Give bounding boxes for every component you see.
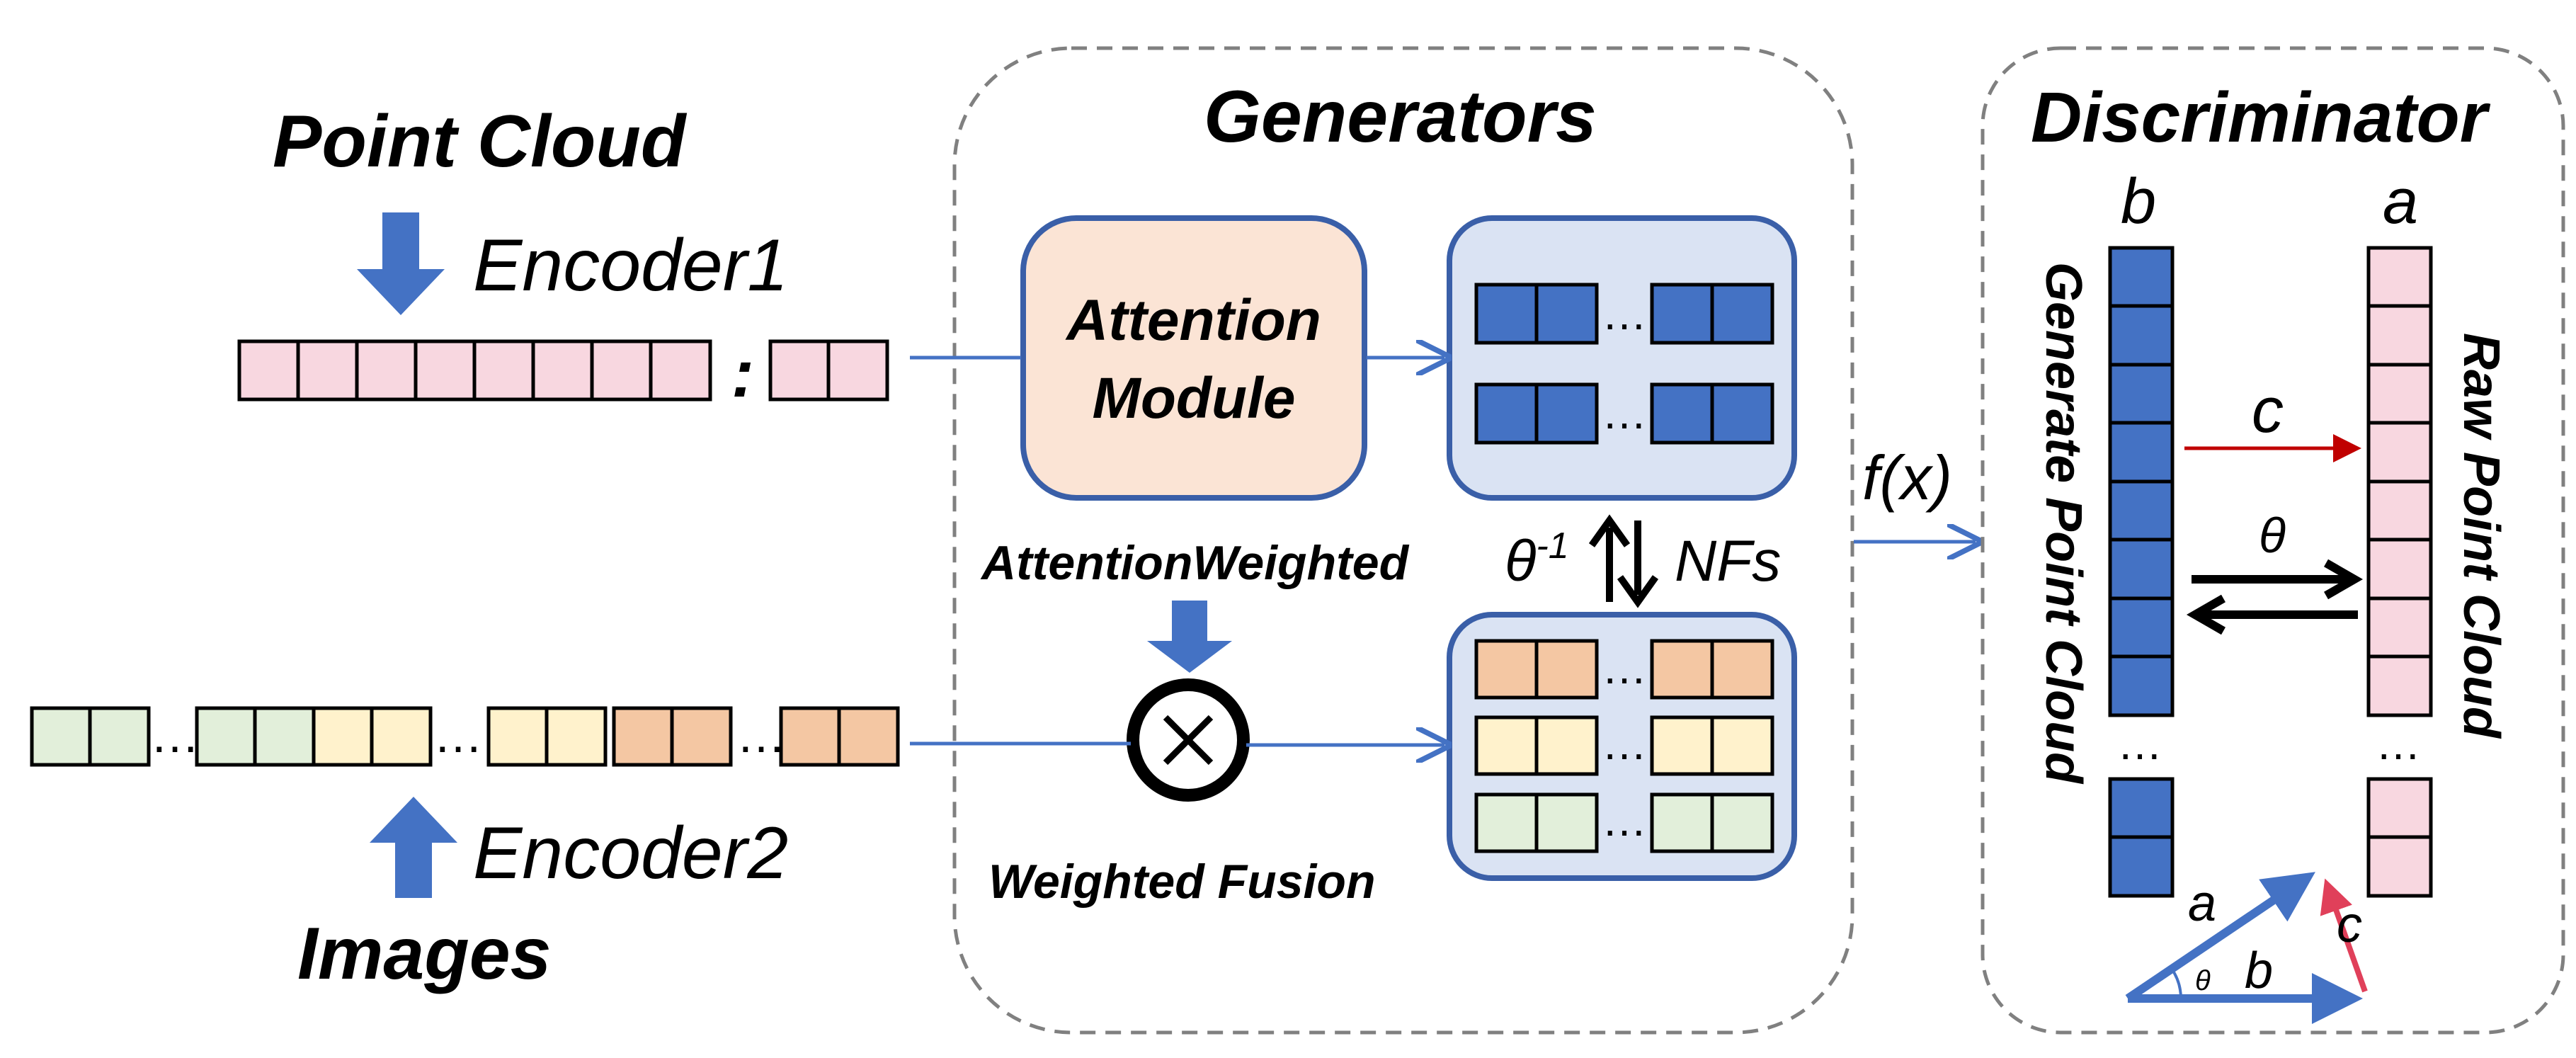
attention-module-label: Module <box>1093 366 1296 431</box>
triangle-c-label: c <box>2337 897 2362 953</box>
latent-feature-panel-bottom: … … … <box>1447 612 1797 881</box>
encoder1-label: Encoder1 <box>473 224 788 307</box>
triangle-b-label: b <box>2245 943 2273 999</box>
triangle-theta-label: θ <box>2195 965 2211 996</box>
discriminator-region <box>1981 46 2565 1035</box>
raw-point-cloud-label: Raw Point Cloud <box>2453 333 2509 739</box>
up-arrow-icon <box>370 797 457 898</box>
triangle-a-label: a <box>2188 875 2216 932</box>
ellipsis: … <box>1602 387 1647 438</box>
weighted-fusion-label: Weighted Fusion <box>988 855 1376 909</box>
bidirectional-arrow-icon <box>1588 514 1659 608</box>
discriminator-title: Discriminator <box>2031 78 2491 157</box>
ellipsis: … <box>736 707 786 763</box>
raw-point-cloud-column: … <box>2366 246 2433 898</box>
fx-label: f(x) <box>1862 443 1952 513</box>
generators-region <box>952 46 1854 1035</box>
attention-module-box <box>1020 215 1367 501</box>
theta-inverse-label: θ-1 <box>1505 525 1569 593</box>
vector-triangle: a b c θ <box>2125 872 2368 1024</box>
b-label: b <box>2121 166 2156 237</box>
latent-feature-panel-top: … … <box>1447 215 1797 501</box>
generators-title: Generators <box>1204 76 1597 158</box>
down-arrow-icon <box>357 212 445 315</box>
attention-module-label: Attention <box>1065 288 1321 353</box>
ellipsis: … <box>2376 718 2421 769</box>
ellipsis: … <box>433 707 483 763</box>
image-feature-vector: … … … <box>30 706 900 767</box>
images-label: Images <box>297 913 551 995</box>
ellipsis: … <box>1602 795 1647 846</box>
point-cloud-feature-vector: : <box>237 336 889 411</box>
encoder2-label: Encoder2 <box>473 812 788 894</box>
nfs-label: NFs <box>1675 529 1781 593</box>
ellipsis: … <box>150 707 200 763</box>
generated-point-cloud-column: … <box>2108 246 2175 898</box>
generate-point-cloud-label: Generate Point Cloud <box>2035 262 2092 785</box>
ellipsis: … <box>2117 718 2162 769</box>
theta-arrow-left-head <box>2186 594 2225 635</box>
ellipsis: … <box>1602 718 1647 769</box>
down-arrow-icon <box>1147 601 1232 673</box>
multiply-circle-icon <box>1127 678 1250 802</box>
c-label: c <box>2252 375 2284 446</box>
attention-weighted-label: AttentionWeighted <box>980 536 1410 590</box>
vector-colon: : <box>731 336 754 411</box>
a-label: a <box>2383 166 2418 237</box>
theta-arrow-right-head <box>2324 559 2364 600</box>
ellipsis: … <box>1602 642 1647 693</box>
ellipsis: … <box>1602 288 1647 339</box>
theta-label: θ <box>2259 508 2286 563</box>
point-cloud-label: Point Cloud <box>273 101 688 183</box>
